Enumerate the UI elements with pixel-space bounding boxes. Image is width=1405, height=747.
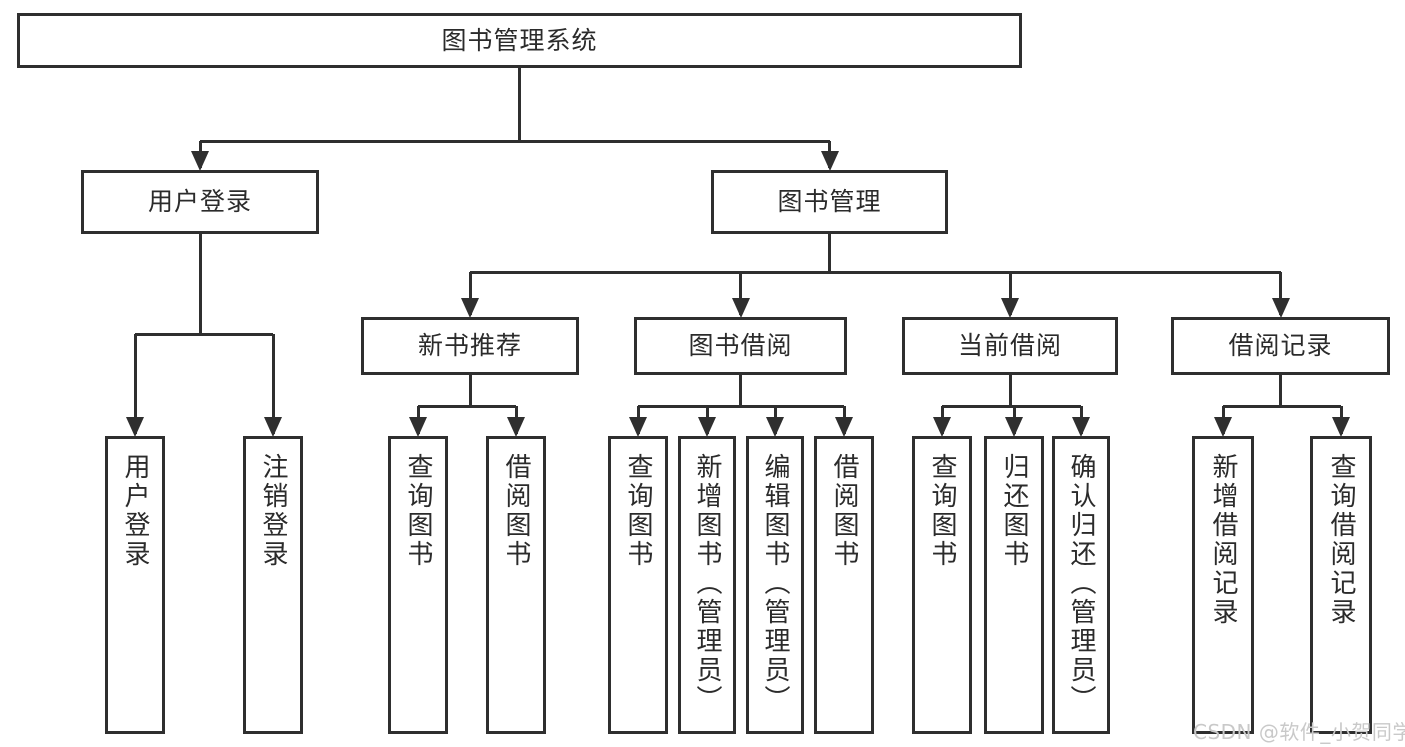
leaf-node-label: 归还图书 bbox=[999, 453, 1030, 569]
arrow-head-icon bbox=[191, 151, 209, 171]
leaf-node-label: 借阅图书 bbox=[501, 453, 532, 569]
connector-line bbox=[271, 334, 275, 434]
leaf-node[interactable]: 查询借阅记录 bbox=[1310, 436, 1372, 734]
arrow-head-icon bbox=[126, 417, 144, 437]
connector-line bbox=[1008, 272, 1012, 315]
node-current-borrow-label: 当前借阅 bbox=[957, 331, 1062, 361]
connector-line bbox=[518, 68, 521, 141]
leaf-node[interactable]: 注销登录 bbox=[243, 436, 303, 734]
arrow-head-icon bbox=[1214, 417, 1232, 437]
node-borrow-record-label: 借阅记录 bbox=[1228, 331, 1333, 361]
node-new-book-recommend-label: 新书推荐 bbox=[417, 331, 522, 361]
leaf-node[interactable]: 用户登录 bbox=[105, 436, 165, 734]
leaf-node[interactable]: 确认归还（管理员） bbox=[1052, 436, 1110, 734]
leaf-node-label: 查询图书 bbox=[623, 453, 654, 569]
node-root-label: 图书管理系统 bbox=[441, 25, 598, 55]
arrow-head-icon bbox=[820, 151, 839, 171]
arrow-head-icon bbox=[835, 417, 853, 437]
connector-line bbox=[200, 139, 830, 143]
arrow-head-icon bbox=[629, 417, 647, 437]
node-book-borrow[interactable]: 图书借阅 bbox=[634, 317, 847, 375]
node-book-management-label: 图书管理 bbox=[777, 187, 882, 217]
connector-line bbox=[739, 375, 742, 406]
connector-line bbox=[1223, 404, 1341, 408]
arrow-head-icon bbox=[1001, 298, 1019, 318]
node-borrow-record[interactable]: 借阅记录 bbox=[1171, 317, 1390, 375]
node-new-book-recommend[interactable]: 新书推荐 bbox=[361, 317, 579, 375]
connector-line bbox=[418, 404, 516, 408]
leaf-node[interactable]: 新增图书（管理员） bbox=[678, 436, 736, 734]
connector-line bbox=[133, 334, 137, 434]
leaf-node-label: 查询借阅记录 bbox=[1326, 453, 1357, 627]
leaf-node[interactable]: 借阅图书 bbox=[814, 436, 874, 734]
leaf-node-label: 用户登录 bbox=[120, 453, 151, 569]
arrow-head-icon bbox=[1271, 298, 1290, 318]
leaf-node[interactable]: 编辑图书（管理员） bbox=[746, 436, 804, 734]
connector-line bbox=[198, 234, 202, 334]
arrow-head-icon bbox=[731, 298, 750, 318]
arrow-head-icon bbox=[933, 417, 951, 437]
connector-line bbox=[828, 234, 831, 272]
leaf-node[interactable]: 借阅图书 bbox=[486, 436, 546, 734]
arrow-head-icon bbox=[461, 298, 479, 318]
node-user-login[interactable]: 用户登录 bbox=[81, 170, 319, 234]
leaf-node[interactable]: 新增借阅记录 bbox=[1192, 436, 1254, 734]
leaf-node[interactable]: 查询图书 bbox=[912, 436, 972, 734]
arrow-head-icon bbox=[766, 417, 784, 437]
leaf-node-label: 借阅图书 bbox=[829, 453, 860, 569]
leaf-node[interactable]: 查询图书 bbox=[388, 436, 448, 734]
arrow-head-icon bbox=[409, 417, 427, 437]
node-book-management[interactable]: 图书管理 bbox=[711, 170, 948, 234]
connector-line bbox=[468, 272, 472, 315]
connector-line bbox=[638, 404, 844, 408]
leaf-node[interactable]: 归还图书 bbox=[984, 436, 1044, 734]
connector-line bbox=[942, 404, 1081, 408]
leaf-node-label: 编辑图书（管理员） bbox=[760, 453, 791, 714]
connector-line bbox=[1279, 272, 1282, 315]
arrow-head-icon bbox=[507, 417, 525, 437]
arrow-head-icon bbox=[698, 417, 716, 437]
connector-line bbox=[470, 270, 1281, 274]
connector-line bbox=[1008, 375, 1012, 406]
leaf-node-label: 查询图书 bbox=[927, 453, 958, 569]
watermark: CSDN @软件_小贺同学 bbox=[1193, 720, 1405, 744]
node-user-login-label: 用户登录 bbox=[147, 187, 252, 217]
node-root[interactable]: 图书管理系统 bbox=[17, 13, 1022, 68]
node-book-borrow-label: 图书借阅 bbox=[688, 331, 793, 361]
arrow-head-icon bbox=[1005, 417, 1023, 437]
leaf-node-label: 注销登录 bbox=[258, 453, 289, 569]
leaf-node-label: 新增借阅记录 bbox=[1208, 453, 1239, 627]
arrow-head-icon bbox=[1332, 417, 1350, 437]
arrow-head-icon bbox=[264, 417, 282, 437]
connector-line bbox=[1279, 375, 1282, 406]
node-current-borrow[interactable]: 当前借阅 bbox=[902, 317, 1118, 375]
leaf-node[interactable]: 查询图书 bbox=[608, 436, 668, 734]
connector-line bbox=[739, 272, 742, 315]
leaf-node-label: 确认归还（管理员） bbox=[1066, 453, 1097, 714]
connector-line bbox=[468, 375, 472, 406]
connector-line bbox=[135, 332, 273, 336]
arrow-head-icon bbox=[1072, 417, 1090, 437]
leaf-node-label: 新增图书（管理员） bbox=[692, 453, 723, 714]
leaf-node-label: 查询图书 bbox=[403, 453, 434, 569]
